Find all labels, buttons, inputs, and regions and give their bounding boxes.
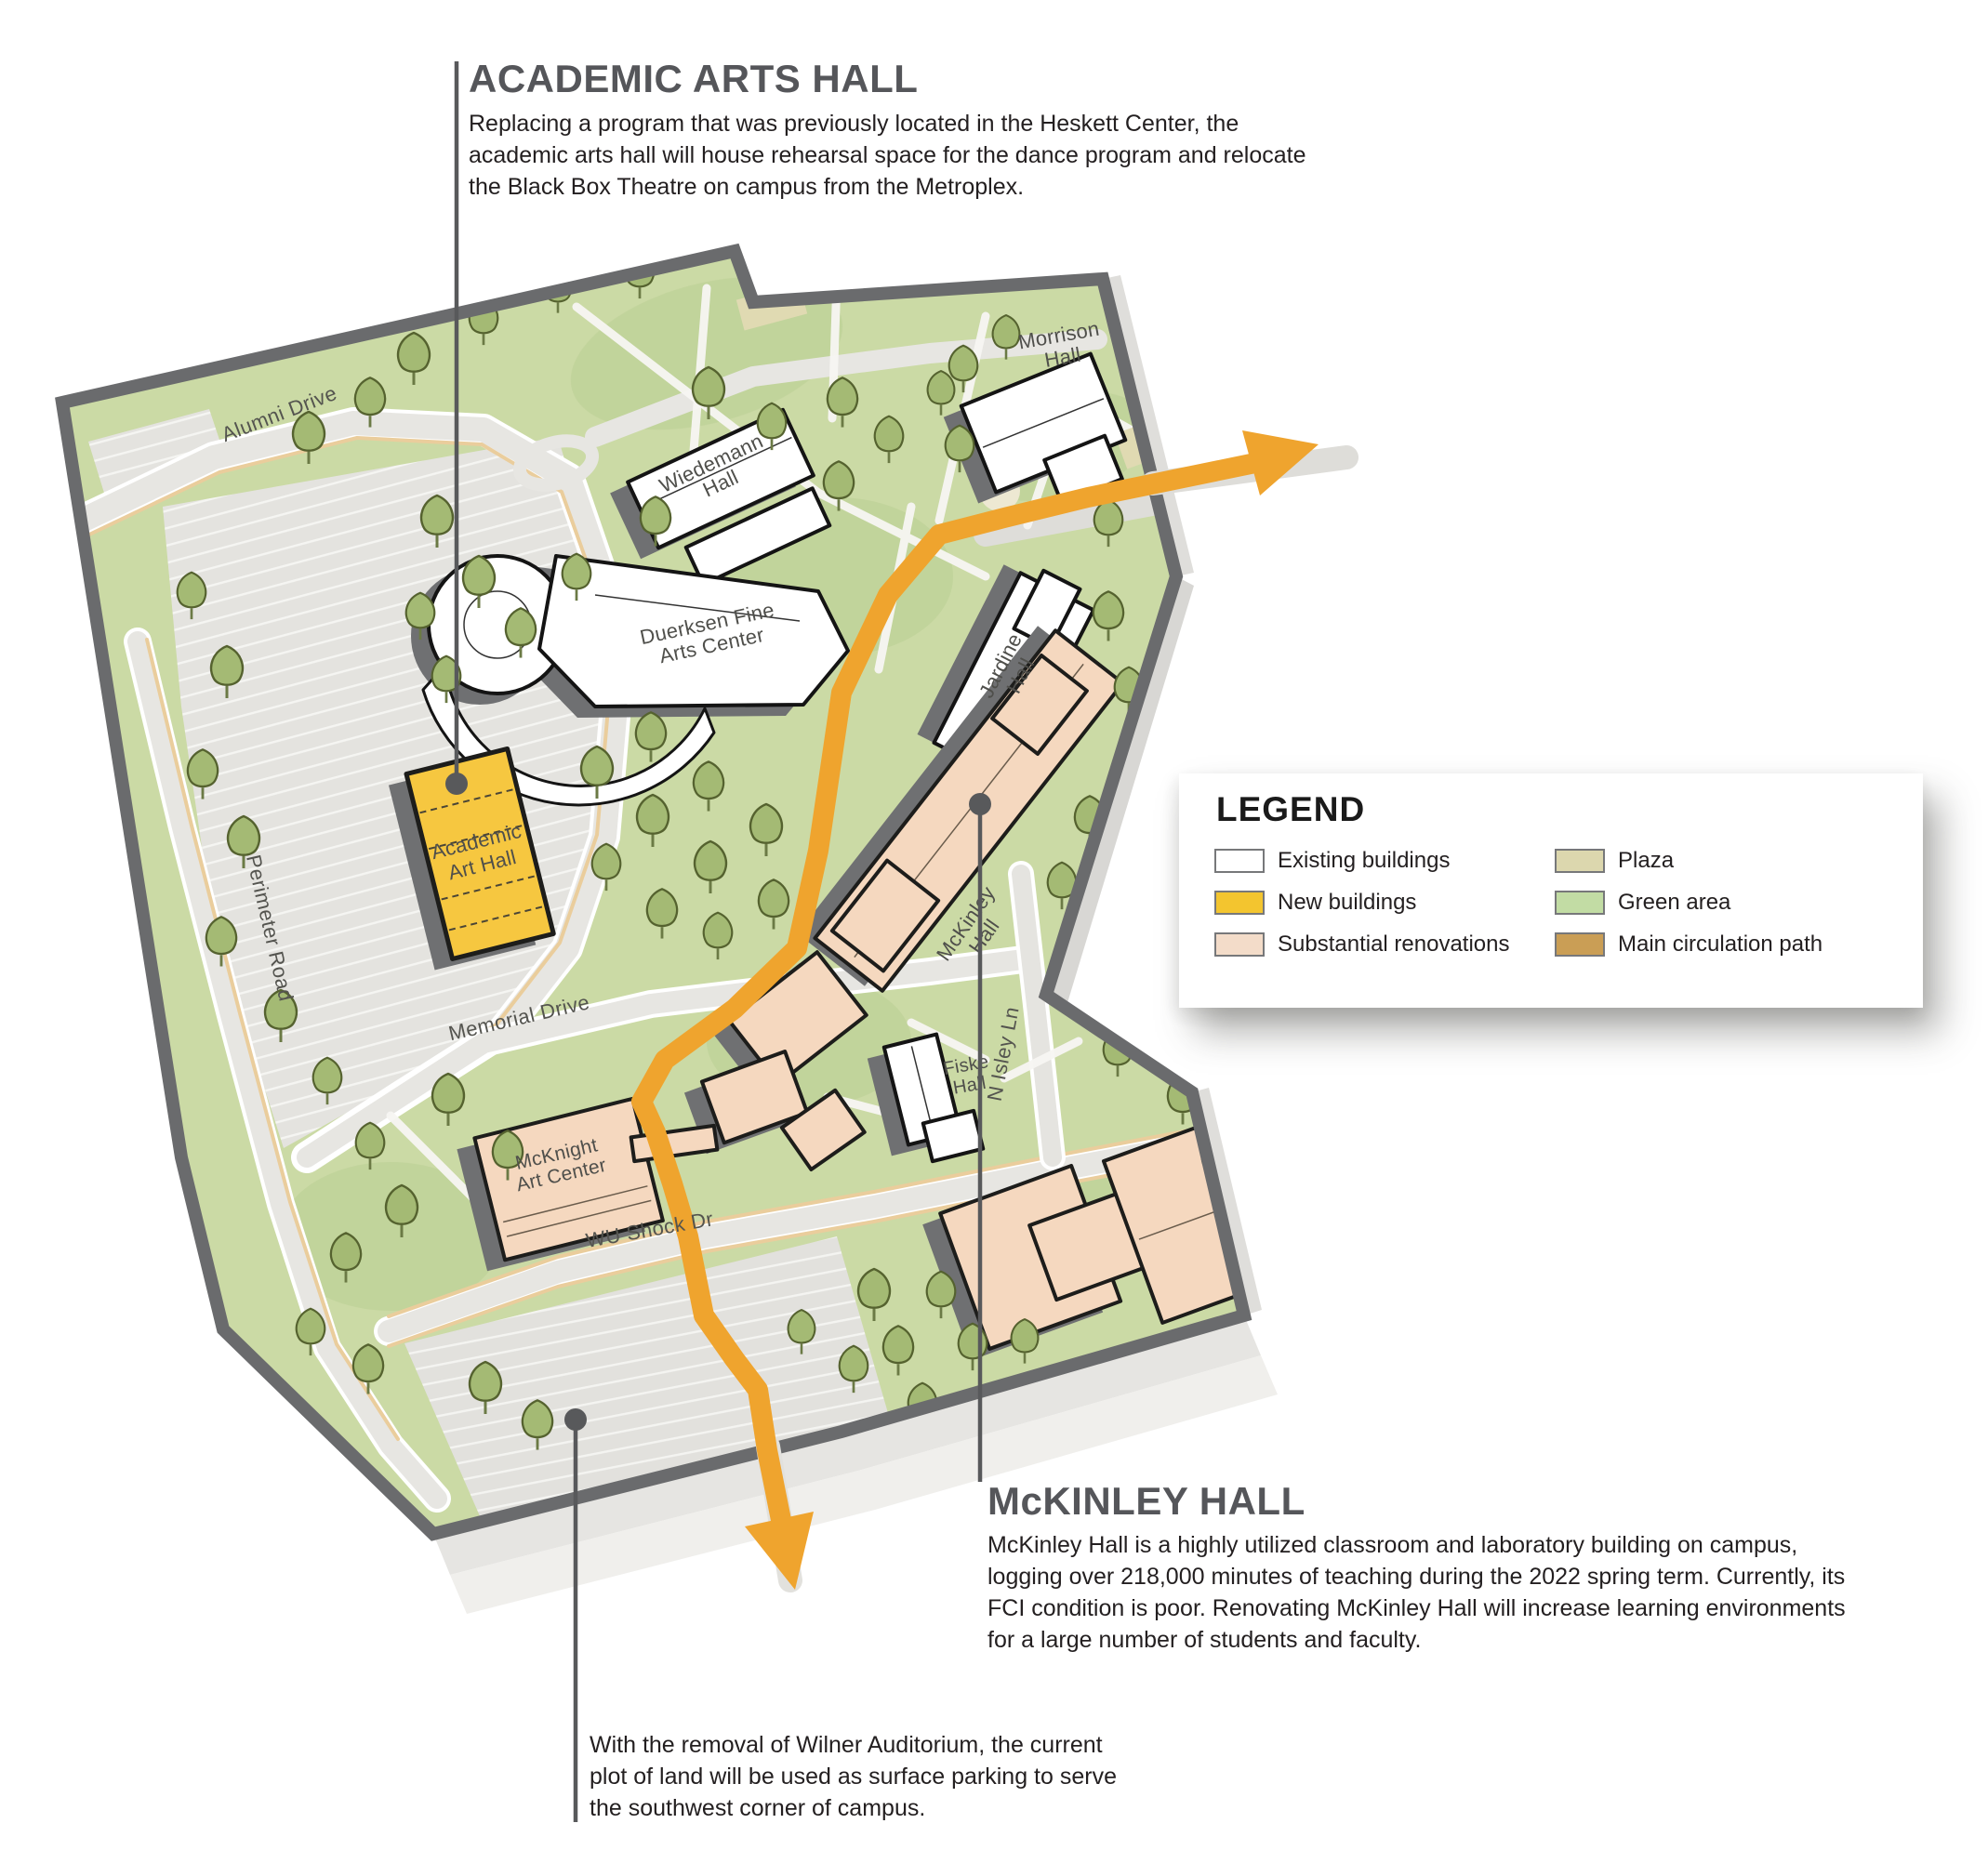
callout-academic-title: ACADEMIC ARTS HALL [469,57,919,100]
building-academic-art-hall [388,746,556,971]
legend-label-plaza: Plaza [1618,848,1675,873]
legend-panel: LEGEND Existing buildings New buildings … [1179,773,1923,1008]
building-southeast-renovation [922,1122,1244,1360]
swatch-plaza [1555,849,1605,873]
callout-mckinley-body: McKinley Hall is a highly utilized class… [987,1532,1846,1654]
swatch-main-circulation-path [1555,932,1605,957]
callout-mckinley-title: McKINLEY HALL [987,1479,1305,1523]
legend-item-plaza: Plaza [1555,849,1871,877]
leader-dot-academic [445,773,468,795]
legend-item-green-area: Green area [1555,891,1871,918]
legend-item-substantial-renovations: Substantial renovations [1214,932,1521,960]
map-border [55,243,1252,1541]
legend-label-new-buildings: New buildings [1278,890,1417,915]
leader-dot-mckinley [969,793,991,815]
leader-dot-wilner [564,1408,587,1431]
swatch-new-buildings [1214,891,1265,915]
building-fiske-hall [867,1032,986,1164]
legend-label-existing-buildings: Existing buildings [1278,848,1451,873]
swatch-existing-buildings [1214,849,1265,873]
legend-label-green-area: Green area [1618,890,1731,915]
legend-label-main-circulation-path: Main circulation path [1618,932,1823,957]
swatch-green-area [1555,891,1605,915]
callout-wilner-note: With the removal of Wilner Auditorium, t… [590,1732,1117,1821]
callout-mckinley-hall: McKINLEY HALL McKinley Hall is a highly … [987,1479,1846,1656]
arrow-east-icon [1242,430,1319,495]
buildings [388,351,1244,1360]
legend-title: LEGEND [1216,790,1366,828]
legend-label-substantial-renovations: Substantial renovations [1278,932,1510,957]
leader-lines [445,61,991,1822]
legend-item-main-circulation-path: Main circulation path [1555,932,1871,960]
arrow-south-icon [745,1512,814,1590]
building-mckinley-hall [797,626,1125,993]
circulation-path [631,430,1319,1590]
legend-item-existing-buildings: Existing buildings [1214,849,1521,877]
callout-academic-arts-hall: ACADEMIC ARTS HALL Replacing a program t… [469,57,1306,203]
callout-academic-body: Replacing a program that was previously … [469,111,1306,201]
swatch-substantial-renovations [1214,932,1265,957]
legend-item-new-buildings: New buildings [1214,891,1521,918]
